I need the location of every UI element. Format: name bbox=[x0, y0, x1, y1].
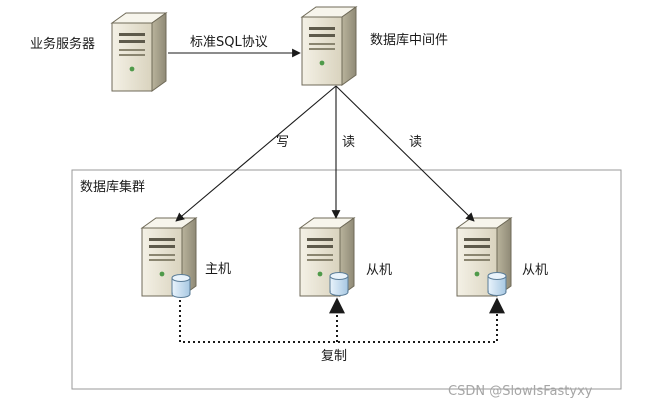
read-arrow-2 bbox=[335, 85, 475, 222]
business-server-label: 业务服务器 bbox=[30, 37, 96, 52]
slave-db-icon-1 bbox=[329, 272, 349, 296]
master-db-icon bbox=[171, 274, 191, 298]
cluster-label: 数据库集群 bbox=[80, 180, 146, 195]
slave-db-icon-2 bbox=[487, 272, 507, 296]
slave-label-2: 从机 bbox=[522, 263, 549, 278]
write-arrow bbox=[175, 85, 337, 222]
replication-path bbox=[179, 297, 505, 343]
watermark: CSDN @SlowIsFastyxy bbox=[448, 384, 593, 399]
read-label-1: 读 bbox=[342, 135, 356, 150]
slave-label-1: 从机 bbox=[366, 263, 393, 278]
replicate-label: 复制 bbox=[321, 349, 348, 364]
business-server-icon bbox=[111, 12, 167, 92]
cluster-boundary bbox=[71, 169, 622, 390]
master-label: 主机 bbox=[205, 262, 232, 277]
middleware-label: 数据库中间件 bbox=[370, 33, 449, 48]
middleware-server-icon bbox=[301, 6, 357, 86]
sql-protocol-label: 标准SQL协议 bbox=[190, 35, 268, 50]
write-label: 写 bbox=[276, 135, 290, 150]
read-label-2: 读 bbox=[409, 135, 423, 150]
